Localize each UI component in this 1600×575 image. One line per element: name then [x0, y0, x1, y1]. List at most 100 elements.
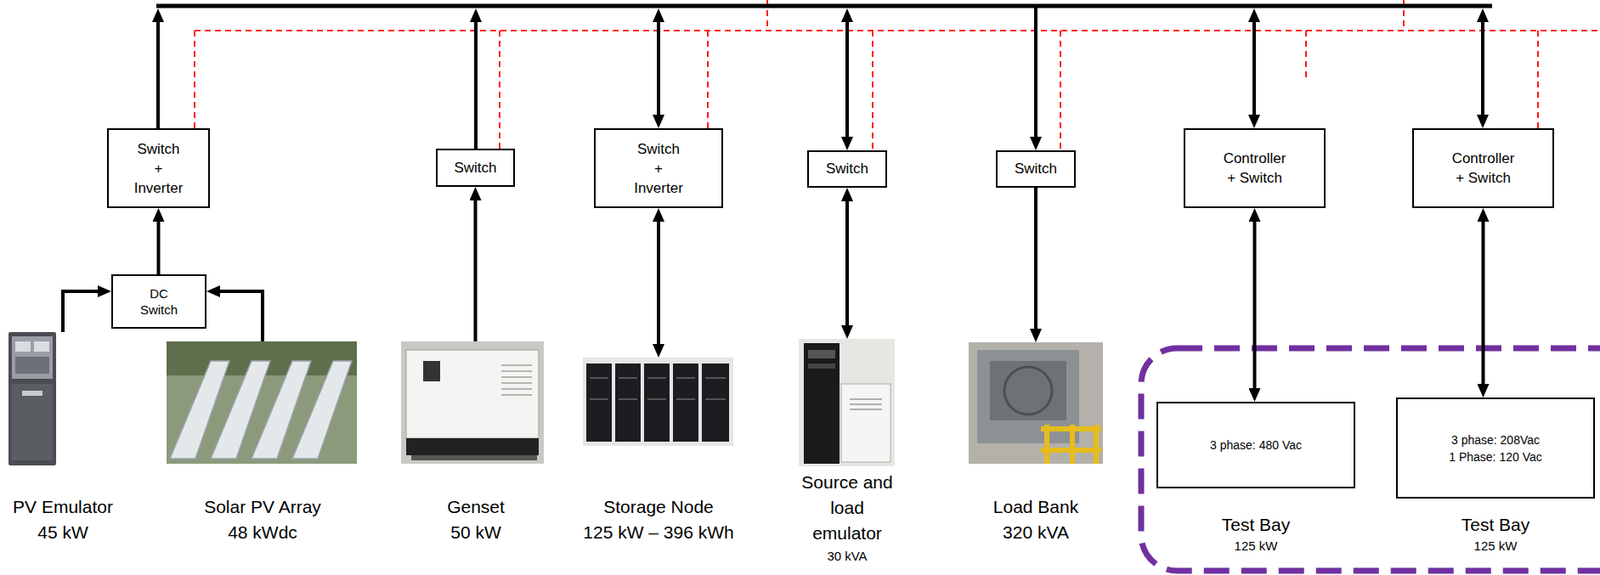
safety-rail	[1040, 424, 1102, 464]
node-label: Switch + Inverter	[134, 139, 184, 198]
node-sublabel: 48 kWdc	[161, 520, 364, 546]
switch-inverter-box: Switch + Inverter	[593, 128, 724, 209]
switch-box: Switch	[807, 150, 888, 188]
node-sublabel: Test Bay	[1158, 512, 1354, 538]
control-line	[871, 30, 874, 151]
node-label: Solar PV Array	[161, 494, 364, 521]
cabinet-panel	[15, 356, 50, 374]
node-sublabel: Test Bay	[1397, 512, 1594, 538]
node-label: Genset	[400, 494, 552, 521]
genset-photo	[401, 341, 544, 464]
bus-arrow	[656, 15, 661, 122]
battery-cabinet	[615, 363, 641, 442]
connector-arrow	[157, 214, 161, 275]
bus-arrow	[156, 15, 160, 129]
rack-panel	[808, 363, 836, 369]
cabinet-screen	[15, 341, 31, 352]
load-bank-grille	[989, 361, 1067, 421]
cabinet-body	[8, 332, 57, 466]
photo-ground	[968, 342, 1103, 464]
dc-switch-box: DC Switch	[111, 274, 207, 329]
connector-arrow	[656, 214, 661, 351]
cabinet-shelves	[589, 378, 726, 400]
rack-panel	[808, 350, 836, 359]
solar-array-photo	[166, 341, 357, 464]
cabinet-panel	[11, 336, 53, 379]
genset-enclosure	[406, 350, 539, 439]
node-sublabel: 125 kW	[1397, 537, 1594, 555]
battery-cabinet	[701, 363, 730, 442]
storage-photo	[582, 357, 734, 447]
photo-ground	[798, 339, 895, 467]
ac-bus	[156, 4, 1493, 9]
connector-arrow	[1034, 187, 1038, 336]
photo-ground	[166, 341, 357, 464]
genset-louvers	[501, 365, 532, 396]
load-bank-photo	[968, 342, 1103, 464]
load-bank-fan	[1004, 367, 1052, 415]
control-line	[1059, 30, 1062, 151]
controller-switch-box: Controller + Switch	[1183, 128, 1326, 209]
switch-box: Switch	[995, 150, 1076, 188]
solar-panels	[169, 361, 352, 459]
switch-inverter-box: Switch + Inverter	[107, 128, 210, 209]
node-label: Switch	[825, 159, 869, 179]
test-bay-box: 3 phase: 208Vac 1 Phase: 120 VacTest Bay…	[1396, 397, 1595, 499]
caption-group: Storage Node125 kW – 396 kWh	[578, 494, 739, 546]
control-line	[706, 30, 709, 129]
node-label: DC Switch	[140, 285, 178, 318]
node-sublabel: 125 kW – 396 kWh	[578, 520, 739, 546]
genset-skid	[411, 455, 538, 461]
connector-arrow	[845, 194, 849, 333]
node-label: Storage Node	[578, 494, 739, 521]
node-sublabel: 45 kW	[0, 520, 126, 546]
bus-arrow	[845, 15, 849, 144]
battery-cabinet	[586, 363, 612, 442]
node-sublabel: 50 kW	[400, 520, 552, 546]
battery-cabinet	[672, 363, 699, 442]
equipment-node: PV Emulator45 kW	[0, 332, 126, 546]
cabinet-handle	[22, 390, 43, 396]
bus-arrow	[1481, 15, 1485, 122]
bus-arrow	[474, 15, 478, 149]
genset-base	[406, 438, 539, 456]
node-label: Controller + Switch	[1223, 148, 1287, 188]
battery-cabinet	[644, 363, 670, 442]
caption-group: Test Bay125 kW	[1158, 512, 1354, 555]
node-sublabel: 320 kVA	[964, 520, 1108, 546]
node-label: Switch	[453, 158, 497, 178]
equipment-node: Source and load emulator30 kVA	[792, 339, 902, 567]
node-sublabel: 125 kW	[1158, 537, 1354, 555]
controller-switch-box: Controller + Switch	[1412, 128, 1555, 209]
control-line	[194, 29, 1600, 32]
node-label: Switch	[1014, 159, 1058, 179]
equipment-node: Solar PV Array48 kWdc	[161, 341, 364, 546]
caption-group: Test Bay125 kW	[1397, 512, 1594, 555]
caption-group: Solar PV Array48 kWdc	[161, 494, 364, 546]
emulator-rack	[803, 343, 840, 464]
photo-ground	[401, 341, 544, 464]
emulator-unit	[841, 384, 891, 463]
connector-arrow	[1481, 214, 1486, 391]
test-bay-box: 3 phase: 480 VacTest Bay125 kW	[1156, 401, 1356, 489]
control-line	[1537, 30, 1539, 129]
photo-ground	[582, 357, 734, 447]
node-label: Controller + Switch	[1452, 148, 1516, 188]
caption-group: PV Emulator45 kW	[0, 494, 126, 546]
control-link	[194, 0, 1600, 151]
equipment-node: Load Bank320 kVA	[964, 342, 1108, 546]
control-line	[193, 30, 196, 129]
caption-group: Load Bank320 kVA	[964, 494, 1108, 546]
cabinet-door	[11, 384, 53, 461]
caption-group: Genset50 kW	[400, 494, 552, 546]
bus-arrow	[1034, 7, 1038, 144]
node-label: 3 phase: 208Vac 1 Phase: 120 Vac	[1447, 431, 1544, 466]
genset-logo	[423, 361, 441, 382]
control-line	[498, 30, 501, 149]
connector-arrow	[474, 193, 478, 342]
solar-panel	[292, 361, 352, 459]
test-area-outline	[1141, 348, 1600, 572]
equipment-node: Genset50 kW	[400, 341, 552, 546]
